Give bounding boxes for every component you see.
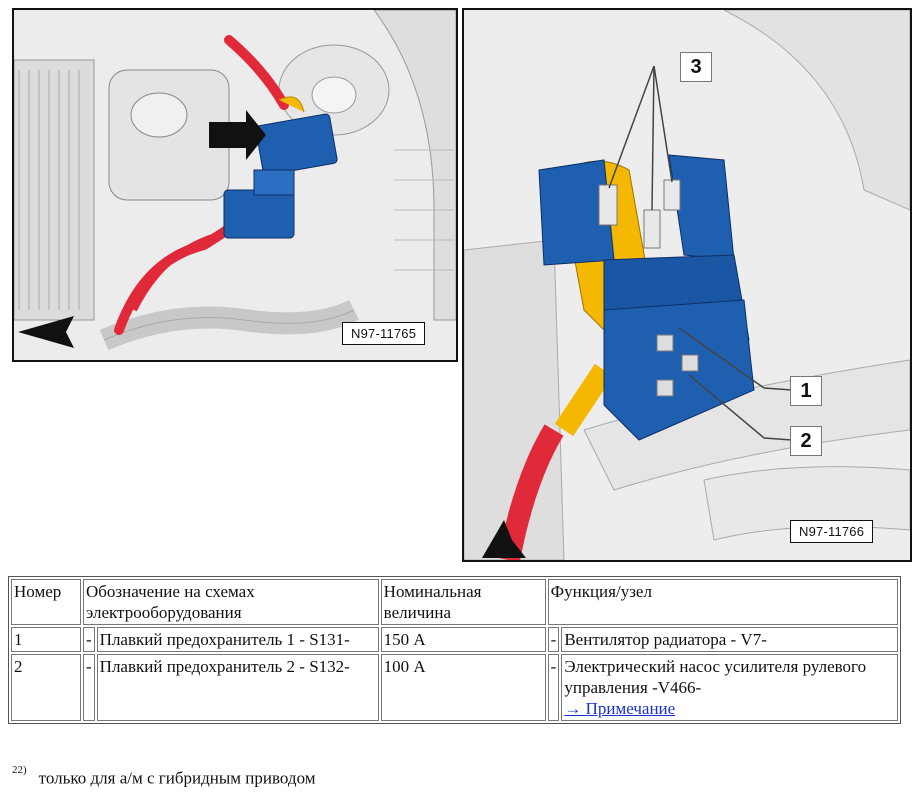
callout-1: 1 (790, 376, 822, 406)
column-header-rating: Номинальная величина (380, 579, 546, 625)
figure-id-label: N97-11766 (790, 520, 874, 543)
column-header-number: Номер (11, 579, 81, 625)
fuse-table: Номер Обозначение на схемах электрообору… (8, 576, 901, 724)
table-header-row: Номер Обозначение на схемах электрообору… (11, 579, 898, 625)
cell-rating: 150 А (380, 627, 546, 652)
column-header-designation: Обозначение на схемах электрооборудовани… (83, 579, 379, 625)
cell-dash: - (547, 627, 560, 652)
table-row: 1 - Плавкий предохранитель 1 - S131- 150… (11, 627, 898, 652)
cell-dash: - (83, 627, 95, 652)
figure-id-label: N97-11765 (342, 322, 426, 345)
cell-function: Электрический насос усилителя рулевого у… (561, 654, 898, 721)
function-text: Вентилятор радиатора - V7- (564, 630, 767, 649)
engine-bay-illustration (14, 10, 456, 360)
cell-dash: - (547, 654, 560, 721)
footnote-mark: 22) (12, 764, 27, 776)
table-row: 2 - Плавкий предохранитель 2 - S132- 100… (11, 654, 898, 721)
cell-designation: Плавкий предохранитель 1 - S131- (96, 627, 379, 652)
figure-fuse-holder-right: 3 1 2 N97-11766 (462, 8, 912, 562)
footnote: 22) только для а/м с гибридным приводом (12, 764, 316, 789)
cell-dash: - (83, 654, 95, 721)
figure-engine-bay-left: N97-11765 (12, 8, 458, 362)
callout-2: 2 (790, 426, 822, 456)
cell-number: 1 (11, 627, 81, 652)
fuse-holder-illustration (464, 10, 910, 560)
cell-rating: 100 А (380, 654, 546, 721)
column-header-function: Функция/узел (547, 579, 898, 625)
footnote-text: только для а/м с гибридным приводом (38, 768, 316, 788)
function-text: Электрический насос усилителя рулевого у… (564, 657, 867, 697)
cell-function: Вентилятор радиатора - V7- (561, 627, 898, 652)
cell-number: 2 (11, 654, 81, 721)
note-link[interactable]: → Примечание (564, 699, 676, 718)
cell-designation: Плавкий предохранитель 2 - S132- (96, 654, 379, 721)
callout-3: 3 (680, 52, 712, 82)
